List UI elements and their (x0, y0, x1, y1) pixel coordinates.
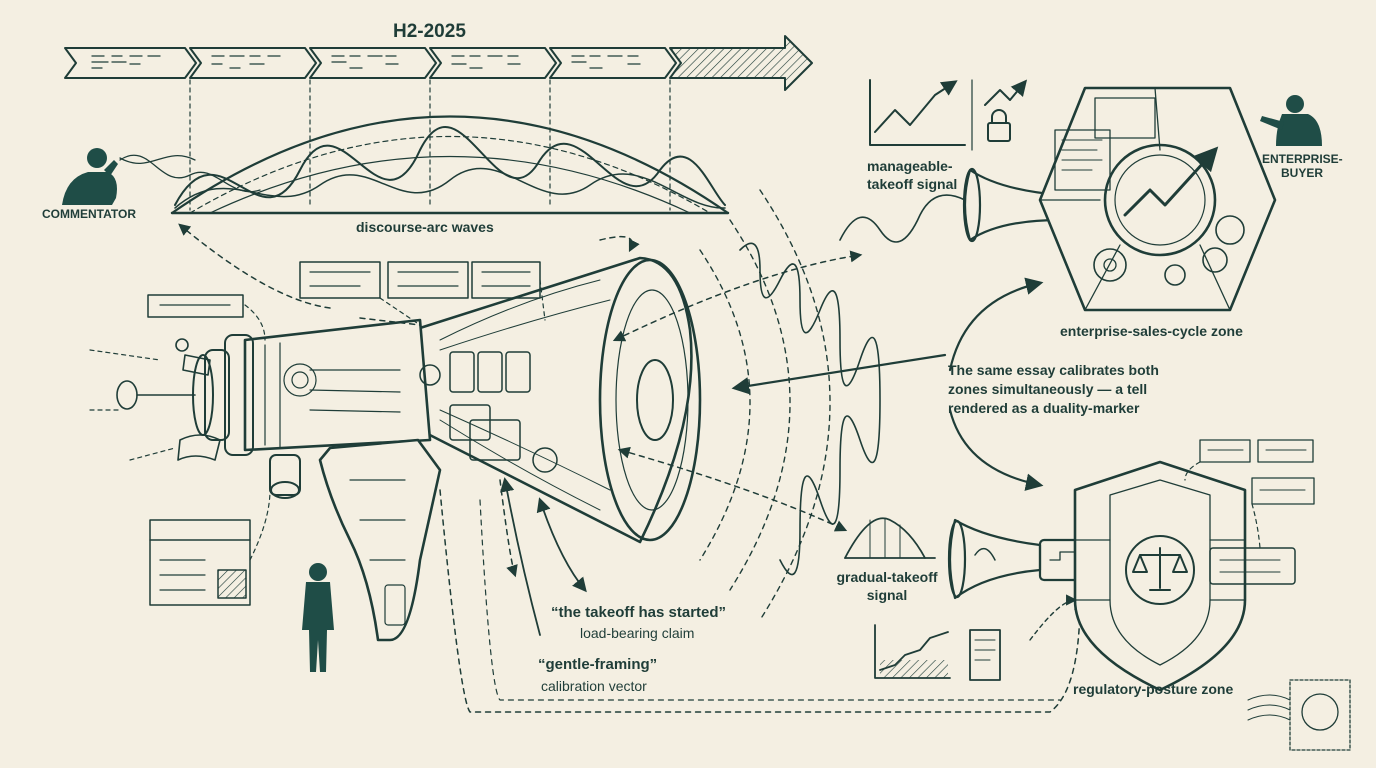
claim-arrows (500, 477, 587, 636)
duality-note-line2: zones simultaneously — a tell (948, 381, 1148, 397)
gradual-signal-chart (844, 517, 936, 559)
commentator-label: COMMENTATOR (42, 207, 136, 221)
megaphone-callouts (147, 261, 546, 606)
gradual-signal-label-line1: gradual-takeoff (836, 569, 938, 585)
takeoff-claim-quote: “the takeoff has started” (551, 604, 727, 621)
scales-icon (1125, 535, 1195, 605)
gradual-signal-label-line2: signal (866, 587, 908, 603)
enterprise-zone-label: enterprise-sales-cycle zone (1060, 323, 1243, 339)
signal-connectors (178, 223, 1086, 713)
takeoff-claim-role: load-bearing claim (580, 625, 695, 641)
enterprise-buyer-label-line1: ENTERPRISE- (1262, 152, 1343, 166)
gradual-staircase-chart (874, 624, 1001, 681)
megaphone (192, 256, 702, 642)
scroll-icon (969, 629, 1001, 681)
sound-waves (699, 189, 831, 621)
commentator-figure (62, 148, 118, 205)
timeline-title: H2-2025 (393, 21, 466, 42)
regulatory-zone-label: regulatory-posture zone (1073, 681, 1234, 697)
enterprise-buyer-label-line2: BUYER (1280, 166, 1323, 180)
padlock-icon (987, 122, 1011, 142)
postage-stamp-icon (1247, 679, 1351, 751)
discourse-waves-label: discourse-arc waves (356, 219, 494, 235)
duality-note-line3: rendered as a duality-marker (948, 400, 1140, 416)
manageable-signal-label-line2: takeoff signal (867, 176, 958, 192)
growth-arrow-icon (1103, 143, 1217, 257)
gentle-framing-quote: “gentle-framing” (538, 656, 658, 673)
gentle-framing-role: calibration vector (541, 678, 647, 694)
exploded-parts (89, 338, 221, 461)
duality-arrows (731, 277, 1044, 491)
enterprise-zone-hexagon (1038, 86, 1277, 312)
duality-note-line1: The same essay calibrates both (948, 362, 1159, 378)
manageable-signal-label-line1: manageable- (867, 158, 953, 174)
enterprise-buyer-figure (1260, 95, 1322, 146)
discourse-arc-waves (119, 115, 730, 215)
manageable-signal-charts (869, 79, 1028, 151)
regulatory-zone-shield (1029, 439, 1315, 692)
timeline-banner (64, 35, 813, 211)
coil-wave (739, 242, 881, 576)
gear-icon (1093, 248, 1127, 282)
standing-figure (302, 563, 334, 672)
